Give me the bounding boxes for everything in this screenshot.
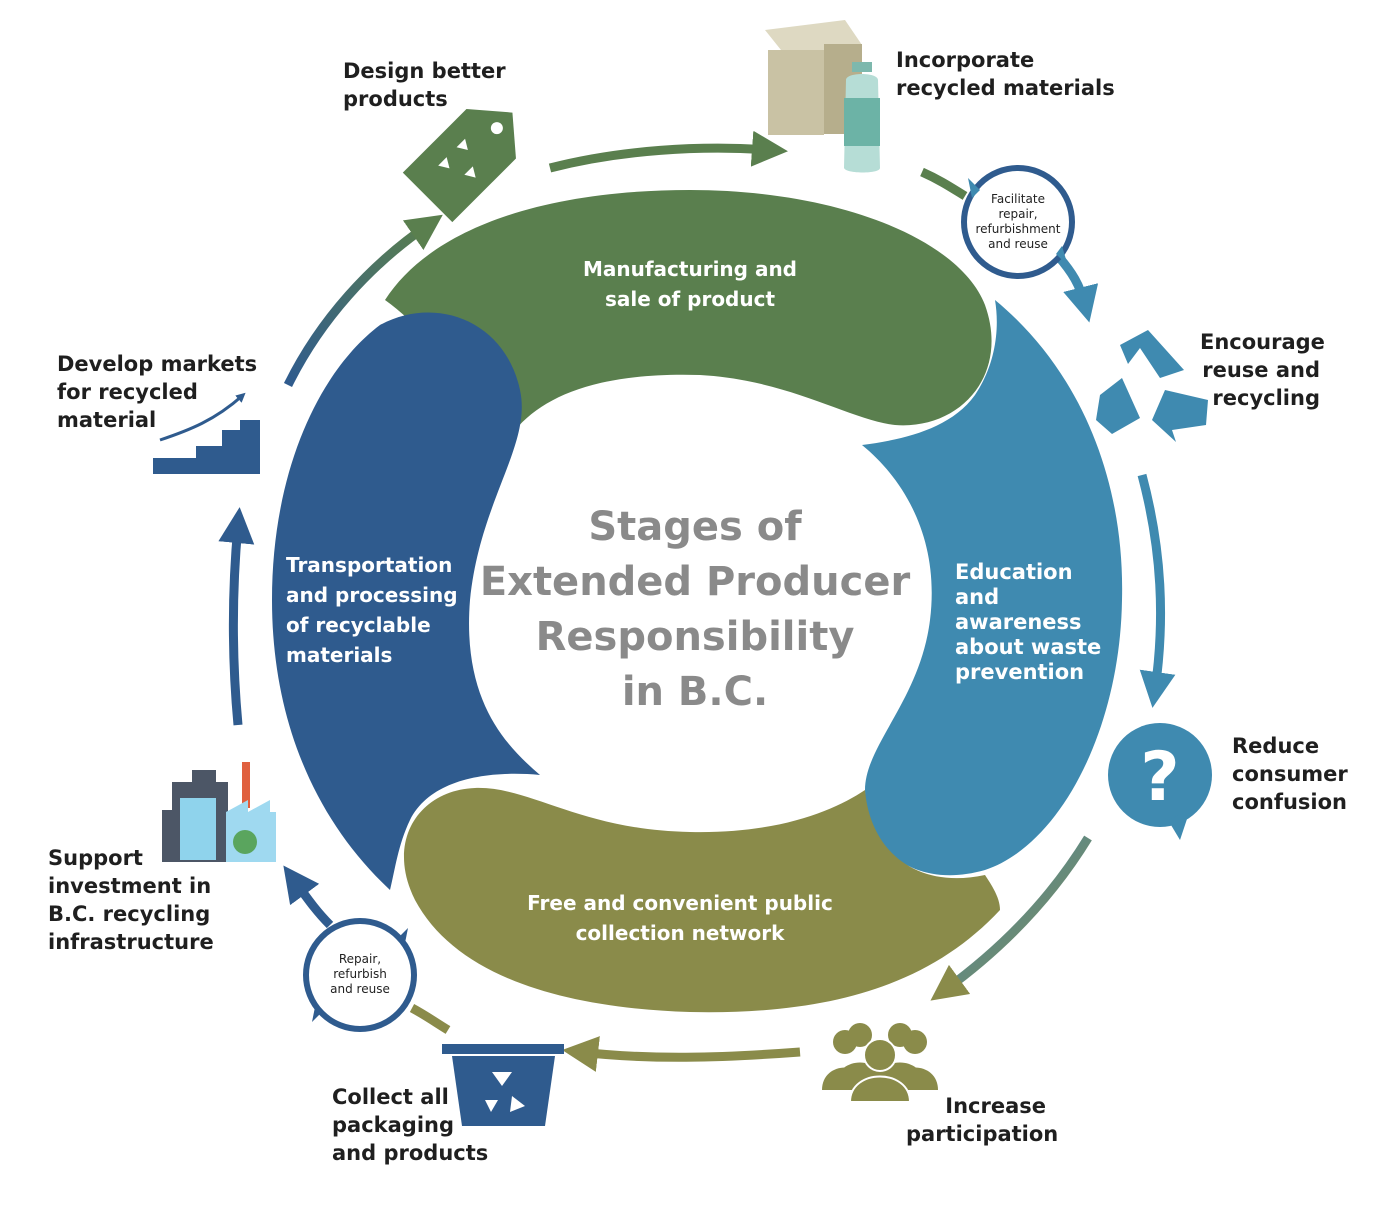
recycle-tag-icon [402,109,516,223]
label-support-investment: Support investment in B.C. recycling inf… [48,846,214,954]
segment-transportation [272,312,540,890]
segment-manufacturing-label: Manufacturing and sale of product [582,257,797,311]
segment-collection-label: Free and convenient public collection ne… [527,891,833,945]
arrow-develop-to-design [283,214,443,387]
facilitate-loop [961,165,1075,279]
page-title: Stages of Extended Producer Responsibili… [479,504,911,715]
label-develop-markets: Develop markets for recycled material [57,352,258,432]
label-repair-loop: Repair, refurbish and reuse [330,952,390,996]
factory-icon [162,762,276,862]
svg-text:?: ? [1140,738,1179,817]
question-bubble-icon: ? [1108,723,1212,840]
people-group-icon [822,1023,938,1103]
arrow-incorporate-to-facilitate [920,167,968,200]
recycling-bin-icon [442,1044,564,1126]
box-and-bottle-icon [765,20,880,173]
label-facilitate-loop: Facilitate repair, refurbishment and reu… [975,192,1061,251]
arrow-collect-to-repair [409,1004,451,1034]
segment-manufacturing [385,190,992,430]
segment-transportation-label: Transportation and processing of recycla… [286,553,458,667]
label-collect-all: Collect all packaging and products [332,1085,489,1165]
segment-education-label: Education and awareness about waste prev… [955,560,1102,684]
arrow-facilitate-to-encourage [1054,253,1099,323]
repair-loop [303,918,417,1032]
label-design-better-products: Design better products [343,59,506,111]
arrow-repair-to-support [283,865,334,929]
label-encourage-reuse: Encourage reuse and recycling [1200,330,1325,410]
arrow-reduce-to-increase [930,835,1092,1001]
arrow-encourage-to-reduce [1137,473,1176,708]
label-increase-participation: Increase participation [906,1094,1059,1146]
recycle-symbol-icon [1096,330,1208,442]
arrow-support-to-develop [218,507,255,726]
segment-collection [403,787,1000,1013]
growth-chart-icon [153,392,260,474]
arrow-increase-to-collect [562,1036,801,1072]
label-reduce-confusion: Reduce consumer confusion [1232,734,1348,814]
segment-education [862,300,1123,876]
arrow-design-to-incorporate [548,130,788,173]
label-incorporate-recycled-materials: Incorporate recycled materials [896,48,1115,100]
